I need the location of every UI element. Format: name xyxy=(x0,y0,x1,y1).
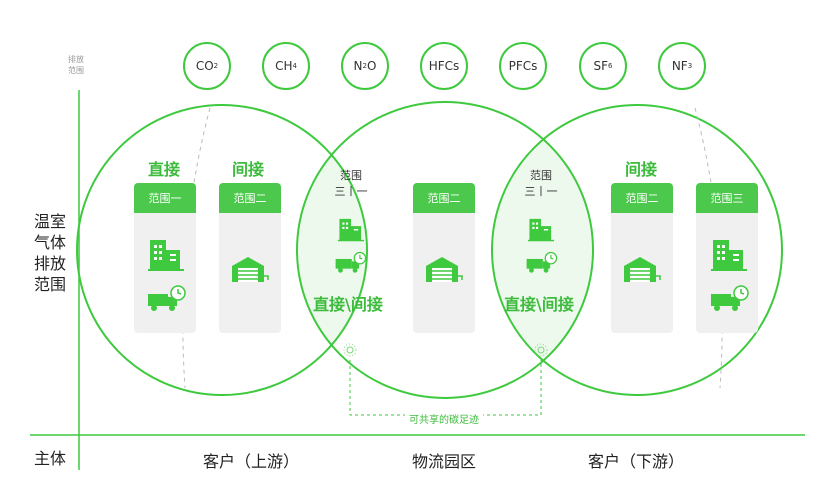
building-icon xyxy=(338,218,364,242)
axis-bottom-label: 主体 xyxy=(34,449,67,468)
gas-co2-sub: 2 xyxy=(213,62,219,70)
gas-ch4-sub: 4 xyxy=(292,62,297,70)
overlap-right-line1: 范围 xyxy=(530,169,552,182)
gas-ch4-main: CH xyxy=(275,59,293,73)
overlap-left-label: 直接\间接 xyxy=(313,295,383,314)
overlap-left-line2: 三丨一 xyxy=(334,185,368,198)
gas-n2o-main: N xyxy=(353,59,363,73)
axis-top-label-1: 排放 xyxy=(68,55,84,64)
entity-downstream: 客户（下游） xyxy=(588,452,685,471)
truck-clock-icon xyxy=(526,251,558,273)
card-scope3-right: 范围三 xyxy=(696,183,758,333)
truck-clock-icon xyxy=(148,285,186,311)
overlap-right-fill xyxy=(492,105,593,395)
overlap-right-label: 直接\间接 xyxy=(504,295,574,314)
entity-logistics-park: 物流园区 xyxy=(412,452,477,471)
circle-upstream xyxy=(76,104,368,396)
circle-park xyxy=(296,101,594,399)
label-indirect-right: 间接 xyxy=(625,160,658,179)
card-scope2-left: 范围二 xyxy=(219,183,281,333)
axis-left-label: 温室 气体 排放 范围 xyxy=(34,211,66,295)
card-scope1-left-header: 范围一 xyxy=(134,183,196,213)
axis-top-label: 排放 范围 xyxy=(68,54,84,76)
gas-hfcs-main: HFCs xyxy=(428,59,460,73)
card-scope3-right-header: 范围三 xyxy=(696,183,758,213)
card-scope2-left-header: 范围二 xyxy=(219,183,281,213)
shared-footprint-label: 可共享的碳足迹 xyxy=(405,411,483,426)
card-scope2-right: 范围二 xyxy=(611,183,673,333)
gas-nf3-main: NF xyxy=(671,59,688,73)
card-scope2-middle-header: 范围二 xyxy=(413,183,475,213)
building-icon xyxy=(711,240,747,271)
warehouse-icon xyxy=(232,257,269,282)
overlap-left-scope: 范围 三丨一 xyxy=(328,168,374,200)
gas-co2-main: CO xyxy=(195,59,214,73)
axis-left-label-4: 范围 xyxy=(34,275,67,294)
label-direct-left: 直接 xyxy=(148,160,181,179)
overlap-right-line2: 三丨一 xyxy=(524,185,558,198)
gas-pfcs-main: PFCs xyxy=(508,59,538,73)
building-icon xyxy=(528,218,554,242)
entity-upstream: 客户（上游） xyxy=(203,452,300,471)
axis-left-label-1: 温室 xyxy=(34,212,67,231)
overlap-right-scope: 范围 三丨一 xyxy=(518,168,564,200)
gas-n2o-sub: 2 xyxy=(362,62,367,70)
axis-top-label-2: 范围 xyxy=(68,66,84,75)
warehouse-icon xyxy=(624,257,661,282)
axis-left-label-3: 排放 xyxy=(34,254,67,273)
label-indirect-left: 间接 xyxy=(232,160,265,179)
truck-clock-icon xyxy=(335,251,367,273)
card-scope2-middle: 范围二 xyxy=(413,183,475,333)
axis-left-label-2: 气体 xyxy=(34,233,67,252)
shared-bracket xyxy=(349,360,542,416)
circle-downstream xyxy=(491,104,783,396)
overlap-left-line1: 范围 xyxy=(340,169,362,182)
gas-nf3-sub: 3 xyxy=(687,62,693,70)
building-icon xyxy=(148,240,184,271)
truck-clock-icon xyxy=(711,285,749,311)
gas-n2o-tail: O xyxy=(367,59,377,73)
card-scope2-right-header: 范围二 xyxy=(611,183,673,213)
gas-hfcs: HFCs xyxy=(420,42,468,90)
gas-pfcs: PFCs xyxy=(499,42,547,90)
gas-sf6-sub: 6 xyxy=(608,62,613,70)
gas-sf6-main: SF xyxy=(593,59,609,73)
warehouse-icon xyxy=(426,257,463,282)
